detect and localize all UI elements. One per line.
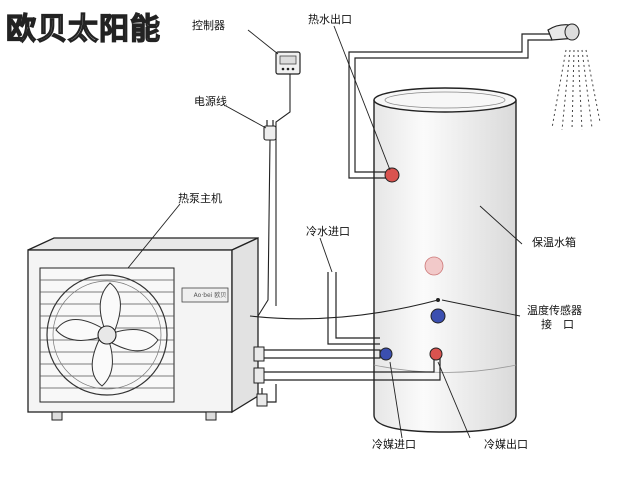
brand-watermark: 欧贝太阳能 bbox=[5, 11, 161, 47]
pipe-valves bbox=[253, 346, 268, 407]
label-power-cord: 电源线 bbox=[194, 95, 227, 108]
cold-water-pipe bbox=[327, 272, 380, 345]
label-storage-tank: 保温水箱 bbox=[532, 236, 576, 249]
label-refrigerant-inlet: 冷媒进口 bbox=[372, 438, 416, 451]
sensor-cable bbox=[249, 299, 439, 320]
water-spray-icon bbox=[551, 49, 601, 131]
unit-nameplate: Ao·bei 欧贝 bbox=[193, 292, 227, 299]
label-hot-water-outlet: 热水出口 bbox=[308, 13, 352, 26]
hot-water-pipe bbox=[348, 33, 552, 179]
storage-tank bbox=[373, 87, 517, 433]
heat-pump-unit bbox=[27, 236, 259, 421]
label-cold-water-inlet: 冷水进口 bbox=[306, 225, 350, 238]
shower-head-icon bbox=[547, 23, 580, 41]
power-plug-icon bbox=[263, 120, 277, 141]
sensor-fitting bbox=[430, 308, 446, 324]
sensor-port bbox=[436, 298, 440, 302]
tank-port-middle bbox=[424, 256, 444, 276]
refrigerant-inlet-fitting bbox=[379, 347, 393, 361]
hot-water-outlet-fitting bbox=[384, 167, 400, 183]
fan-blades bbox=[55, 282, 159, 387]
controller-device bbox=[275, 51, 301, 75]
label-temp-sensor-port: 接 口 bbox=[541, 318, 574, 331]
leader-lines bbox=[127, 25, 523, 439]
label-refrigerant-outlet: 冷媒出口 bbox=[484, 438, 528, 451]
label-controller: 控制器 bbox=[192, 19, 225, 32]
power-cord bbox=[257, 139, 271, 317]
refrigerant-outlet-fitting bbox=[429, 347, 443, 361]
controller-cable bbox=[275, 74, 291, 306]
label-temp-sensor: 温度传感器 bbox=[527, 304, 582, 317]
label-heat-pump-unit: 热泵主机 bbox=[178, 192, 222, 205]
